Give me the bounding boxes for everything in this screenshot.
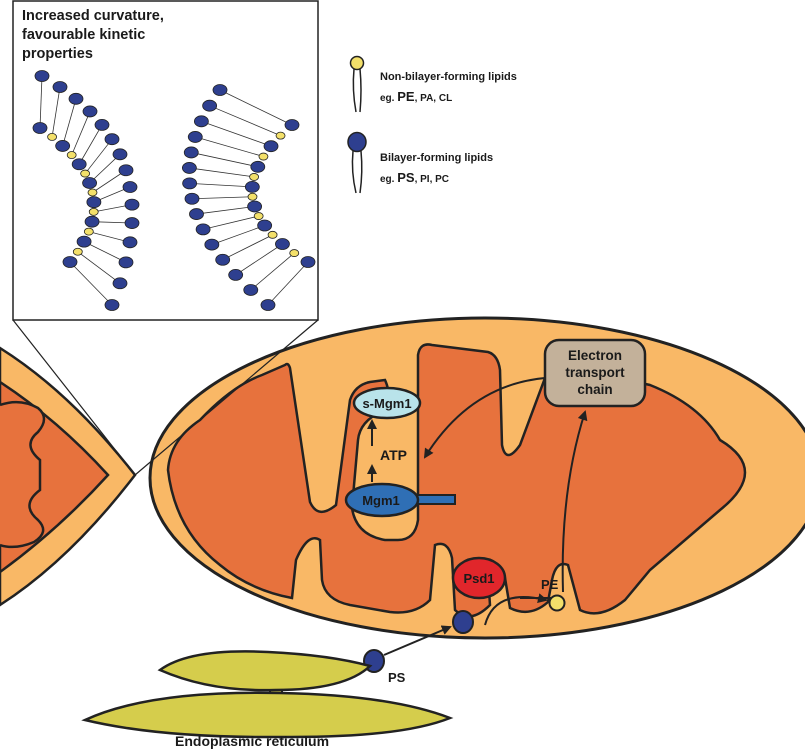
legend-non-bilayer-examples: eg. PE, PA, CL [380, 89, 452, 104]
etc-label-line2: transport [565, 365, 625, 380]
left-mitochondrion [0, 346, 137, 607]
etc-label-line1: Electron [568, 348, 622, 363]
legend-bilayer-icon [347, 131, 367, 194]
er-label: Endoplasmic reticulum [175, 733, 329, 749]
s-mgm1-label: s-Mgm1 [362, 396, 411, 411]
legend: Non-bilayer-forming lipids eg. PE, PA, C… [347, 55, 517, 194]
lipid-heads [32, 70, 316, 311]
legend-bilayer-title: Bilayer-forming lipids [380, 152, 493, 164]
inset-panel: Increased curvature, favourable kinetic … [12, 0, 319, 321]
psd1: Psd1 [451, 556, 507, 600]
lipid-tails [39, 75, 309, 306]
psd1-label: Psd1 [463, 571, 494, 586]
mgm1-label: Mgm1 [362, 493, 400, 508]
etc-label-line3: chain [577, 382, 612, 397]
legend-bilayer-examples: eg. PS, PI, PC [380, 170, 449, 185]
inset-title-line2: favourable kinetic [22, 27, 145, 43]
arrow-psd1-to-pe [484, 593, 548, 626]
endoplasmic-reticulum: Endoplasmic reticulum [81, 650, 454, 749]
pe-lipid-head [548, 594, 566, 612]
arrows [367, 377, 588, 656]
legend-non-bilayer-title: Non-bilayer-forming lipids [380, 71, 517, 83]
inset-title-line3: properties [22, 46, 93, 62]
arrow-pe-to-etc [561, 410, 588, 593]
atp-label: ATP [380, 447, 407, 463]
electron-transport-chain: Electron transport chain [543, 338, 647, 408]
ps-lipid-head-mito [452, 610, 474, 634]
s-mgm1: s-Mgm1 [352, 386, 422, 420]
pe-label: PE [541, 577, 559, 592]
ps-label: PS [388, 670, 406, 685]
arrow-ps-transfer [383, 625, 452, 656]
mgm1: Mgm1 [344, 482, 456, 518]
inset-title-line1: Increased curvature, [22, 8, 164, 24]
arrow-etc-to-atp [423, 377, 546, 459]
legend-non-bilayer-icon [349, 55, 365, 113]
